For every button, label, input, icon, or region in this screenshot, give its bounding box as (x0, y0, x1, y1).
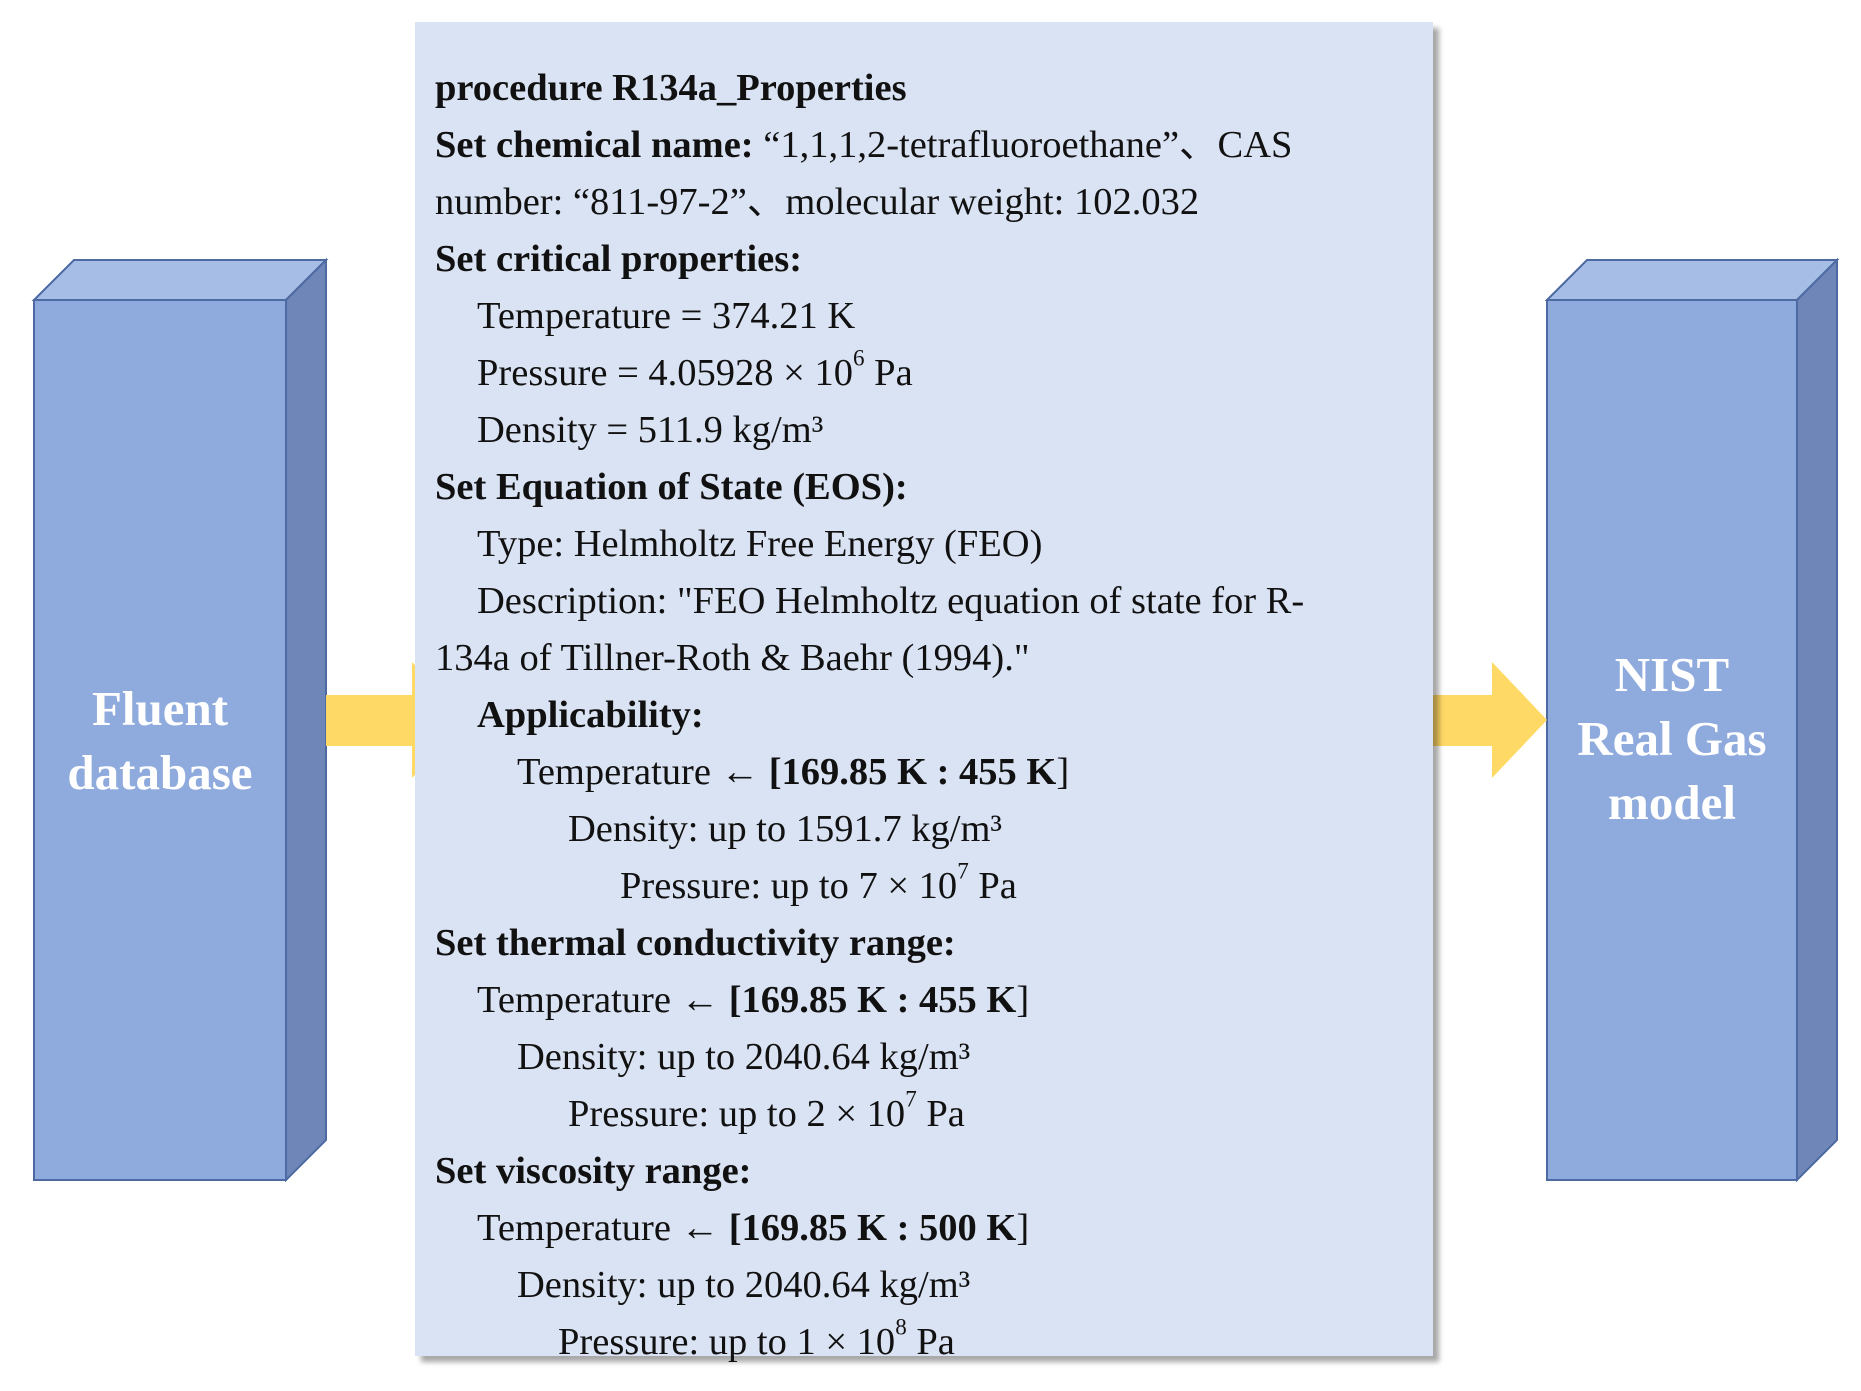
nist-box-top-face (1544, 259, 1840, 301)
procedure-lines: procedure R134a_Properties Set chemical … (435, 60, 1425, 1371)
applicability-temperature-range: [169.85 K : 455 K (768, 751, 1057, 793)
applicability-pressure: Pressure: up to 7 × 107 Pa (435, 858, 1425, 915)
eos-type: Type: Helmholtz Free Energy (FEO) (477, 523, 1043, 565)
nist-box-front-face (1546, 299, 1798, 1181)
viscosity-pressure: Pressure: up to 1 × 108 Pa (435, 1314, 1425, 1371)
applicability-temperature-close: ] (1056, 751, 1070, 793)
critical-density: Density = 511.9 kg/m³ (477, 409, 824, 451)
critical-pressure-prefix: Pressure = 4.05928 × 10 (477, 352, 853, 394)
nist-label-line-3: model (1608, 775, 1736, 830)
viscosity-temperature-prefix: Temperature ← (477, 1207, 729, 1249)
fluent-box-top-face (31, 259, 329, 301)
viscosity-pressure-unit: Pa (906, 1321, 955, 1363)
thermal-conductivity-pressure-exponent: 7 (905, 1085, 917, 1112)
thermal-conductivity-temperature: Temperature ← [169.85 K : 455 K] (435, 972, 1425, 1029)
fluent-label-line-2: database (67, 745, 253, 800)
thermal-conductivity-temperature-close: ] (1016, 979, 1030, 1021)
thermal-conductivity-temperature-prefix: Temperature ← (477, 979, 729, 1021)
applicability-temperature: Temperature ← [169.85 K : 455 K] (435, 744, 1425, 801)
critical-pressure: Pressure = 4.05928 × 106 Pa (435, 345, 1425, 402)
eos-heading: Set Equation of State (EOS): (435, 466, 908, 508)
nist-label-line-2: Real Gas (1577, 711, 1767, 766)
nist-real-gas-box (1544, 257, 1840, 1183)
thermal-conductivity-pressure-unit: Pa (916, 1093, 965, 1135)
viscosity-temperature-close: ] (1016, 1207, 1030, 1249)
applicability-pressure-exponent: 7 (957, 857, 969, 884)
nist-real-gas-label: NIST Real Gas model (1547, 643, 1797, 835)
eos-description-1: Description: "FEO Helmholtz equation of … (477, 580, 1305, 622)
thermal-conductivity-pressure-prefix: Pressure: up to 2 × 10 (568, 1093, 906, 1135)
viscosity-heading: Set viscosity range: (435, 1150, 752, 1192)
fluent-box-side-face (285, 257, 327, 1183)
thermal-conductivity-pressure: Pressure: up to 2 × 107 Pa (435, 1086, 1425, 1143)
critical-pressure-exponent: 6 (853, 344, 865, 371)
applicability-pressure-unit: Pa (968, 865, 1017, 907)
thermal-conductivity-temperature-range: [169.85 K : 455 K (728, 979, 1017, 1021)
critical-temperature: Temperature = 374.21 K (477, 295, 856, 337)
fluent-database-label: Fluent database (34, 677, 286, 805)
viscosity-temperature: Temperature ← [169.85 K : 500 K] (435, 1200, 1425, 1257)
critical-pressure-unit: Pa (864, 352, 913, 394)
procedure-title: procedure R134a_Properties (435, 67, 907, 109)
arrow-procedure-to-nist (1433, 662, 1547, 778)
fluent-box-front-face (33, 299, 287, 1181)
applicability-density: Density: up to 1591.7 kg/m³ (568, 808, 1002, 850)
chemical-text-line-2: number: “811-97-2”、molecular weight: 102… (435, 181, 1200, 223)
viscosity-pressure-exponent: 8 (895, 1313, 907, 1340)
chemical-heading: Set chemical name: (435, 124, 754, 166)
thermal-conductivity-density: Density: up to 2040.64 kg/m³ (517, 1036, 971, 1078)
chemical-name-line: Set chemical name: “1,1,1,2-tetrafluoroe… (435, 117, 1425, 174)
thermal-conductivity-heading: Set thermal conductivity range: (435, 922, 956, 964)
procedure-panel: procedure R134a_Properties Set chemical … (415, 22, 1433, 1363)
nist-label-line-1: NIST (1614, 647, 1730, 702)
critical-heading: Set critical properties: (435, 238, 803, 280)
chemical-text-1: “1,1,1,2-tetrafluoroethane”、CAS (753, 124, 1293, 166)
applicability-heading: Applicability: (477, 694, 704, 736)
viscosity-density: Density: up to 2040.64 kg/m³ (517, 1264, 971, 1306)
eos-description-2: 134a of Tillner-Roth & Baehr (1994)." (435, 637, 1030, 679)
viscosity-temperature-range: [169.85 K : 500 K (728, 1207, 1017, 1249)
fluent-database-box (31, 257, 329, 1183)
fluent-label-line-1: Fluent (91, 681, 229, 736)
applicability-temperature-prefix: Temperature ← (517, 751, 769, 793)
viscosity-pressure-prefix: Pressure: up to 1 × 10 (558, 1321, 896, 1363)
applicability-pressure-prefix: Pressure: up to 7 × 10 (620, 865, 958, 907)
nist-box-side-face (1796, 257, 1838, 1183)
